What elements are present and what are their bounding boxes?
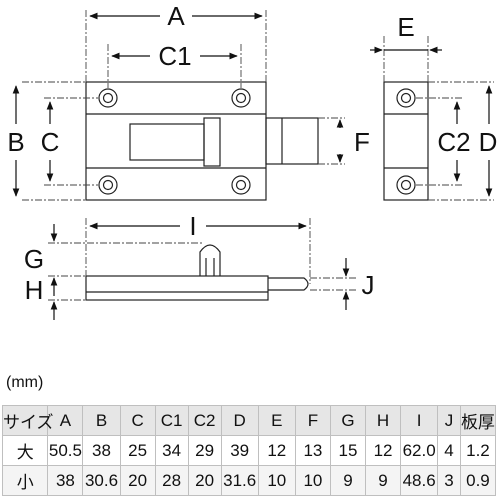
profile-bolt (268, 277, 309, 291)
table-cell: 10 (294, 465, 331, 496)
table-cell: 0.9 (459, 465, 497, 496)
row-header-small: 小 (1, 465, 49, 496)
table-cell: 34 (154, 435, 189, 466)
table-cell: 12 (257, 435, 296, 466)
table-cell: 39 (220, 435, 259, 466)
table-cell: 28 (154, 465, 189, 496)
table-cell: 62.0 (400, 435, 439, 466)
col-header-e: E (257, 405, 296, 436)
front-view-knob-slot (129, 123, 205, 161)
front-view-plate (85, 81, 267, 201)
row-header-large: 大 (1, 435, 49, 466)
dim-label-d: D (479, 127, 498, 157)
col-header-f: F (294, 405, 331, 436)
dim-label-h: H (25, 275, 44, 305)
dim-label-a: A (167, 1, 185, 31)
col-header-thickness: 板厚 (459, 405, 497, 436)
latch-dimension-drawing: A C1 B C F E C2 D I G H J (7, 1, 498, 320)
profile-knob (199, 244, 221, 276)
table-cell: 31.6 (220, 465, 259, 496)
table-cell: 10 (257, 465, 296, 496)
table-cell: 20 (119, 465, 156, 496)
table-cell: 4 (437, 435, 461, 466)
table-cell: 1.2 (459, 435, 497, 466)
col-header-b: B (82, 405, 121, 436)
col-header-h: H (364, 405, 402, 436)
table-cell: 20 (187, 465, 222, 496)
dim-label-i: I (189, 211, 196, 241)
col-header-g: G (329, 405, 367, 436)
col-header-j: J (437, 405, 461, 436)
table-cell: 48.6 (400, 465, 439, 496)
table-cell: 38 (82, 435, 121, 466)
col-header-c1: C1 (154, 405, 189, 436)
table-cell: 3 (437, 465, 461, 496)
front-view-bolt (265, 117, 319, 165)
front-view-knob (203, 117, 221, 167)
table-cell: 9 (364, 465, 402, 496)
dim-label-e: E (397, 12, 414, 42)
dim-label-c2: C2 (437, 127, 470, 157)
table-cell: 12 (364, 435, 402, 466)
unit-label: (mm) (6, 374, 44, 391)
col-header-a: A (47, 405, 84, 436)
dim-label-g: G (24, 244, 44, 274)
col-header-c: C (119, 405, 156, 436)
table-cell: 25 (119, 435, 156, 466)
side-view-strike (383, 81, 429, 201)
table-cell: 50.5 (47, 435, 84, 466)
table-row: 大 50.5 38 25 34 29 39 12 13 15 12 62.0 4… (1, 435, 497, 466)
table-cell: 30.6 (82, 465, 121, 496)
col-header-c2: C2 (187, 405, 222, 436)
table-cell: 13 (294, 435, 331, 466)
spec-table: サイズ A B C C1 C2 D E F G H I J 板厚 大 50.5 … (1, 405, 497, 496)
table-cell: 29 (187, 435, 222, 466)
spec-table-header-row: サイズ A B C C1 C2 D E F G H I J 板厚 (1, 405, 497, 436)
table-row: 小 38 30.6 20 28 20 31.6 10 10 9 9 48.6 3… (1, 465, 497, 496)
dim-label-j: J (362, 270, 375, 300)
dim-label-c1: C1 (158, 41, 191, 71)
table-cell: 15 (329, 435, 367, 466)
table-cell: 38 (47, 465, 84, 496)
front-view-screw-holes (98, 88, 251, 195)
table-cell: 9 (329, 465, 367, 496)
col-header-size: サイズ (1, 405, 54, 436)
dim-label-b: B (7, 127, 24, 157)
dim-label-f: F (354, 127, 370, 157)
profile-plate (85, 275, 269, 301)
col-header-i: I (400, 405, 439, 436)
col-header-d: D (220, 405, 259, 436)
dim-label-c: C (41, 127, 60, 157)
side-view-screw-holes (396, 88, 416, 195)
